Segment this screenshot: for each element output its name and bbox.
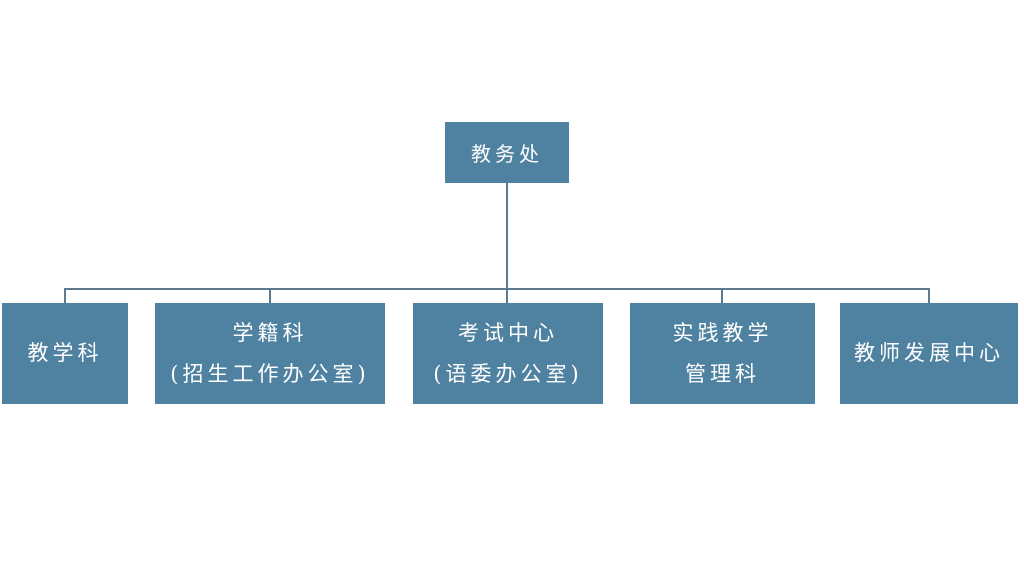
connector-root-vertical <box>506 183 508 303</box>
node-label: 管理科 <box>685 361 760 386</box>
node-label: 考试中心 <box>458 320 558 345</box>
connector-drop-line <box>928 288 930 304</box>
node-label: 实践教学 <box>672 320 773 345</box>
connector-horizontal-bus <box>64 288 930 290</box>
org-node-student-registry-section: 学籍科 (招生工作办公室) <box>155 303 385 404</box>
org-node-root: 教务处 <box>445 122 569 183</box>
connector-drop-line <box>269 288 271 304</box>
node-label: (语委办公室) <box>433 361 583 386</box>
connector-drop-line <box>721 288 723 304</box>
org-node-teaching-section: 教学科 <box>2 303 128 404</box>
node-label: (招生工作办公室) <box>170 361 370 386</box>
node-label: 教师发展中心 <box>854 341 1004 365</box>
connector-drop-line <box>64 288 66 304</box>
node-label: 教学科 <box>27 341 103 365</box>
node-label: 学籍科 <box>232 320 308 345</box>
org-node-exam-center: 考试中心 (语委办公室) <box>413 303 603 404</box>
org-node-practical-teaching-section: 实践教学 管理科 <box>630 303 815 404</box>
org-node-teacher-development-center: 教师发展中心 <box>840 303 1018 404</box>
node-label: 教务处 <box>471 142 543 166</box>
